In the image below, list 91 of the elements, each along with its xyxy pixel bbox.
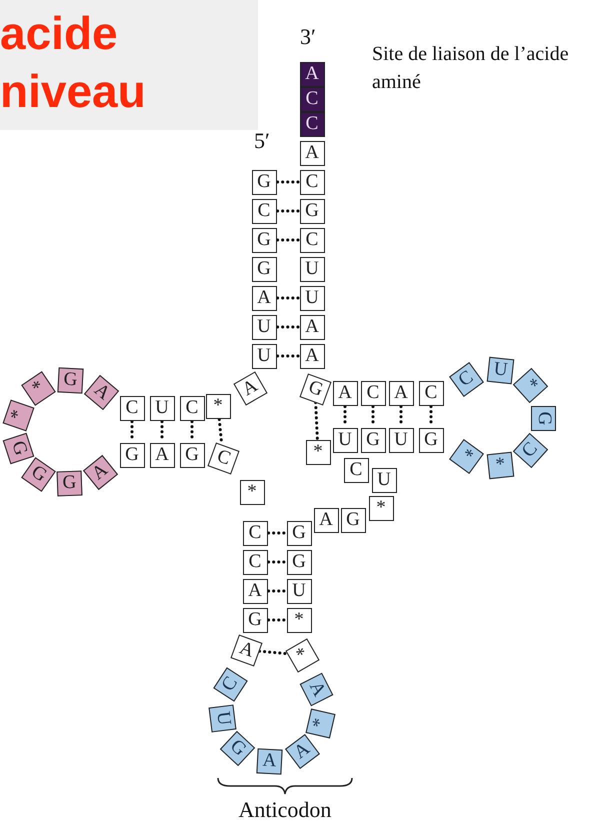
nucleotide-box: * bbox=[368, 496, 394, 520]
nucleotide-box: U bbox=[286, 578, 312, 604]
nucleotide-box: A bbox=[150, 442, 174, 468]
nucleotide-box: C bbox=[418, 380, 444, 406]
nucleotide-box: G bbox=[180, 442, 204, 468]
nucleotide-box: C bbox=[252, 198, 276, 224]
nucleotide-box: C bbox=[242, 550, 268, 574]
nucleotide-box: A bbox=[300, 672, 334, 706]
base-pair-line bbox=[276, 326, 300, 328]
nucleotide-box: * bbox=[284, 638, 320, 672]
nucleotide-box: * bbox=[206, 394, 230, 418]
nucleotide-box: C bbox=[300, 170, 324, 194]
nucleotide-box: U bbox=[388, 428, 414, 452]
nucleotide-box: G bbox=[120, 442, 144, 468]
nucleotide-box: A bbox=[232, 370, 268, 406]
nucleotide-box: * bbox=[2, 399, 35, 431]
nucleotide-box: A bbox=[388, 380, 414, 406]
end-label: 5′ bbox=[254, 128, 270, 154]
nucleotide-box: C bbox=[300, 228, 324, 252]
nucleotide-box: * bbox=[449, 439, 484, 474]
base-pair-line bbox=[276, 238, 300, 242]
nucleotide-box: A bbox=[300, 140, 324, 166]
nucleotide-box: C bbox=[180, 396, 204, 420]
base-pair-line bbox=[267, 618, 287, 622]
nucleotide-box: G bbox=[58, 366, 84, 394]
nucleotide-box: G bbox=[252, 256, 276, 282]
nucleotide-box: A bbox=[83, 454, 118, 490]
nucleotide-box: * bbox=[486, 452, 514, 480]
base-pair-line bbox=[267, 560, 287, 564]
nucleotide-box: U bbox=[486, 356, 514, 384]
base-pair-line bbox=[276, 354, 300, 358]
nucleotide-box: A bbox=[252, 286, 276, 310]
nucleotide-box: G bbox=[252, 170, 276, 194]
nucleotide-box: A bbox=[300, 344, 324, 368]
nucleotide-box: C bbox=[120, 396, 144, 420]
nucleotide-box: * bbox=[306, 440, 330, 464]
nucleotide-box: A bbox=[84, 374, 120, 410]
nucleotide-box: C bbox=[360, 380, 386, 406]
nucleotide-box: A bbox=[300, 314, 324, 340]
end-label: 3′ bbox=[300, 24, 316, 50]
nucleotide-box: C bbox=[513, 432, 548, 468]
nucleotide-box: U bbox=[332, 428, 358, 452]
nucleotide-box: * bbox=[513, 368, 548, 404]
annotation-text: Site de liaison de l’acide aminé bbox=[372, 42, 570, 95]
nucleotide-box: G bbox=[252, 228, 276, 252]
nucleotide-box: G bbox=[286, 550, 312, 574]
base-pair-line bbox=[276, 180, 300, 184]
nucleotide-box: A bbox=[230, 634, 262, 666]
nucleotide-box: G bbox=[220, 730, 256, 766]
nucleotide-box: A bbox=[242, 578, 268, 604]
nucleotide-box: G bbox=[286, 520, 312, 546]
nucleotide-box: * bbox=[286, 608, 312, 632]
nucleotide-box: G bbox=[418, 428, 444, 452]
nucleotide-box: A bbox=[314, 508, 338, 532]
anticodon-label: Anticodon bbox=[238, 797, 332, 823]
nucleotide-box: G bbox=[20, 457, 56, 492]
nucleotide-box: U bbox=[252, 344, 276, 368]
base-pair-line bbox=[276, 296, 300, 300]
nucleotide-box: A bbox=[332, 380, 358, 406]
nucleotide-box: G bbox=[530, 406, 556, 430]
nucleotide-box: G bbox=[300, 198, 324, 224]
nucleotide-box: C bbox=[242, 520, 268, 546]
nucleotide-box: C bbox=[344, 458, 368, 482]
heading-text: acide niveau bbox=[0, 0, 258, 130]
nucleotide-box: C bbox=[449, 362, 484, 397]
nucleotide-box: G bbox=[2, 432, 34, 464]
nucleotide-box: A bbox=[300, 62, 324, 86]
nucleotide-box: G bbox=[242, 608, 268, 632]
nucleotide-box: C bbox=[300, 86, 324, 112]
nucleotide-box: G bbox=[360, 428, 386, 452]
base-pair-line bbox=[276, 210, 300, 212]
nucleotide-box: G bbox=[56, 471, 83, 497]
nucleotide-box: A bbox=[284, 734, 320, 770]
nucleotide-box: C bbox=[206, 442, 240, 474]
nucleotide-box: C bbox=[212, 667, 248, 702]
nucleotide-box: U bbox=[372, 468, 396, 492]
nucleotide-box: * bbox=[306, 708, 336, 738]
nucleotide-box: U bbox=[208, 704, 236, 732]
nucleotide-box: U bbox=[300, 286, 324, 310]
nucleotide-box: * bbox=[240, 480, 264, 504]
base-pair-line bbox=[314, 400, 319, 440]
base-pair-line bbox=[267, 532, 287, 534]
nucleotide-box: U bbox=[150, 396, 174, 420]
nucleotide-box: G bbox=[298, 372, 332, 406]
nucleotide-box: A bbox=[256, 748, 282, 776]
nucleotide-box: * bbox=[22, 372, 56, 406]
nucleotide-box: G bbox=[340, 508, 366, 532]
nucleotide-box: U bbox=[300, 256, 324, 282]
nucleotide-box: C bbox=[300, 112, 324, 136]
base-pair-line bbox=[267, 590, 287, 592]
nucleotide-box: U bbox=[252, 314, 276, 340]
